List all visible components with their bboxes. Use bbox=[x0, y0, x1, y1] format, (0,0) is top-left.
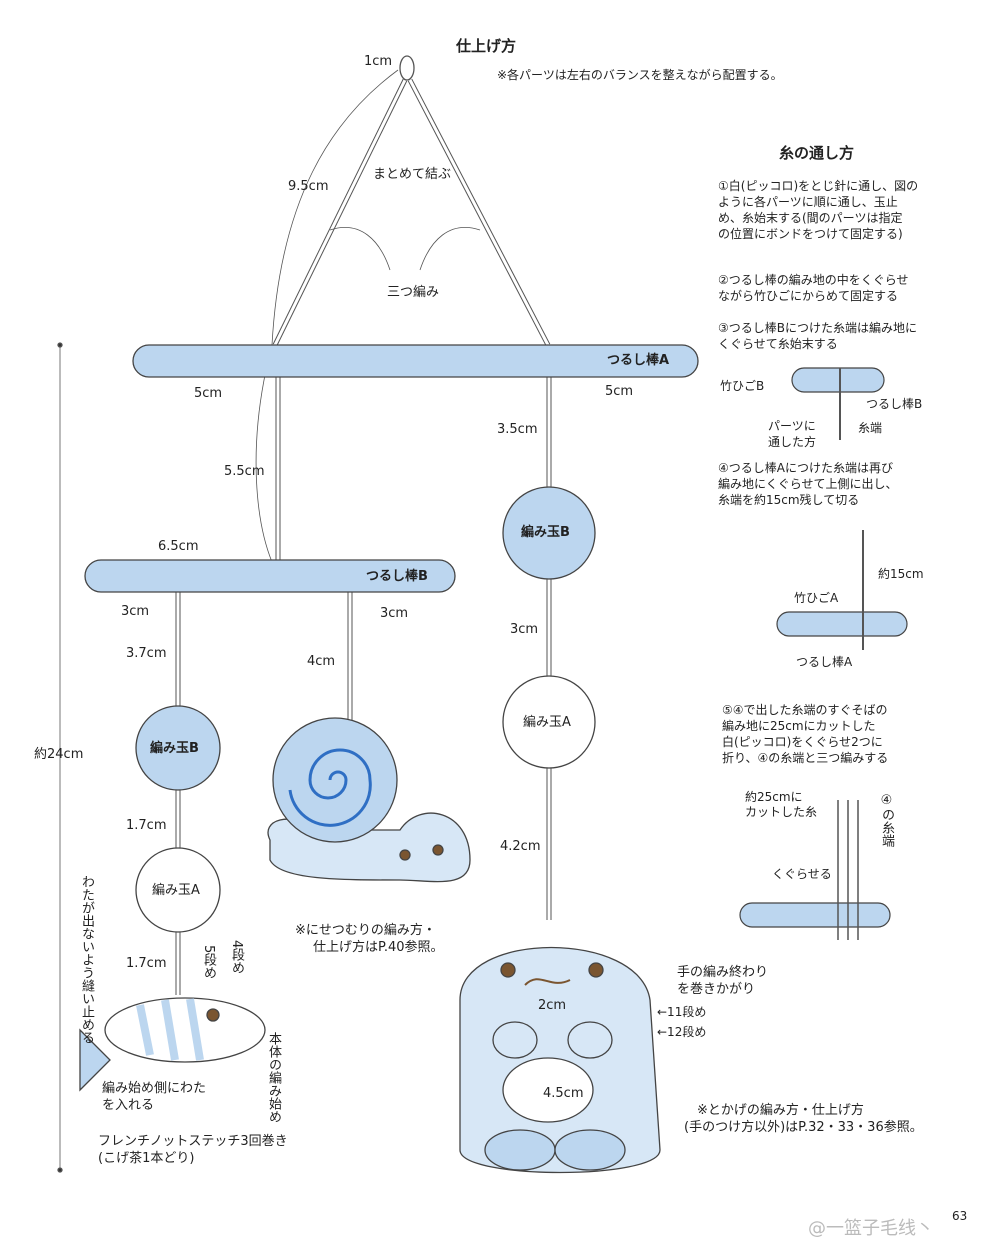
dim-rodB-b: 3cm bbox=[380, 606, 409, 621]
page-number: 63 bbox=[952, 1209, 968, 1223]
row12-label: ←12段め bbox=[657, 1025, 707, 1039]
fig-rod-a-2 bbox=[739, 902, 891, 928]
step-5: ⑤④で出した糸端のすぐそばの編み地に25cmにカットした白(ピッコロ)をくぐらせ… bbox=[722, 703, 889, 765]
main-title: 仕上げ方 bbox=[456, 37, 517, 55]
fig-cut25-2: カットした糸 bbox=[745, 805, 818, 819]
dim-rodB-left: 6.5cm bbox=[158, 539, 199, 554]
rod-b bbox=[84, 559, 456, 593]
dim-rodA-left: 5cm bbox=[194, 386, 223, 401]
ball-b-right-label: 編み玉B bbox=[521, 525, 570, 540]
watermark: @一篮子毛线丶 bbox=[808, 1218, 934, 1239]
rod-b-label: つるし棒B bbox=[366, 569, 428, 584]
fig-pass: くぐらせる bbox=[772, 867, 832, 881]
dim-fish-2: 1.7cm bbox=[126, 818, 167, 833]
step-4: ④つるし棒Aにつけた糸端は再び編み地にくぐらせて上側に出し、糸端を約15cm残し… bbox=[718, 461, 898, 507]
fig-rod-a bbox=[776, 611, 908, 637]
fish-figure bbox=[79, 997, 266, 1092]
dim-rodB-a: 3cm bbox=[121, 604, 150, 619]
fig-approx15: 約15cm bbox=[878, 567, 924, 581]
ball-b-left-label: 編み玉B bbox=[150, 741, 199, 756]
rod-a-label: つるし棒A bbox=[607, 353, 670, 368]
fig-end4: ④の糸端 bbox=[879, 793, 894, 847]
dim-rodB-hang: 5.5cm bbox=[224, 464, 265, 479]
hand-note-2: を巻きかがり bbox=[677, 982, 756, 997]
thread-title: 糸の通し方 bbox=[779, 144, 855, 162]
lizard-note-2: (手のつけ方以外)はP.32・33・36参照。 bbox=[684, 1120, 923, 1135]
fish-start-note: 編み始め側にわたを入れる bbox=[102, 1081, 207, 1113]
dim-rodA-right: 5cm bbox=[605, 384, 634, 399]
snail-note-1: ※にせつむりの編み方・ bbox=[295, 923, 436, 938]
fish-body-note: 本体の編み始め bbox=[266, 1032, 281, 1123]
step4-label: 4段め bbox=[229, 940, 244, 975]
fig-rod-b bbox=[791, 367, 885, 393]
fish-side-note: わたが出ないよう縫い止める bbox=[79, 875, 94, 1044]
fig-rod-a-label: つるし棒A bbox=[796, 655, 853, 669]
dim-loop: 1cm bbox=[364, 54, 393, 69]
dim-snail: 4cm bbox=[307, 654, 336, 669]
french-note-1: フレンチノットステッチ3回巻き bbox=[98, 1134, 288, 1149]
dim-right-3: 4.2cm bbox=[500, 839, 541, 854]
lizard-belly: 4.5cm bbox=[543, 1086, 584, 1101]
knit-ball-b-right bbox=[502, 486, 596, 580]
ball-a-right-label: 編み玉A bbox=[523, 715, 571, 730]
fig-parts-1: パーツに bbox=[768, 419, 816, 433]
dim-fish-3: 1.7cm bbox=[126, 956, 167, 971]
fig-bamboo-b: 竹ひごB bbox=[720, 379, 765, 393]
french-note-2: (こげ茶1本どり) bbox=[98, 1151, 195, 1166]
lizard-note-1: ※とかげの編み方・仕上げ方 bbox=[697, 1103, 864, 1118]
fig-rod-b-label: つるし棒B bbox=[866, 397, 923, 411]
dim-total: 約24cm bbox=[34, 747, 84, 762]
snail-figure bbox=[267, 717, 471, 883]
knit-ball-a-right bbox=[502, 675, 596, 769]
lizard-width: 2cm bbox=[538, 998, 567, 1013]
fig-cut25-1: 約25cmに bbox=[745, 790, 803, 804]
step-1: ①白(ピッコロ)をとじ針に通し、図のように各パーツに順に通し、玉止め、糸始末する… bbox=[718, 179, 919, 241]
ball-a-left-label: 編み玉A bbox=[152, 883, 200, 898]
dim-right-1: 3.5cm bbox=[497, 422, 538, 437]
step5-label: 5段め bbox=[201, 945, 216, 980]
rod-a bbox=[132, 344, 699, 378]
dim-top: 9.5cm bbox=[288, 179, 329, 194]
knit-ball-a-left bbox=[135, 847, 221, 933]
loop-knot bbox=[399, 55, 415, 81]
step-3: ③つるし棒Bにつけた糸端は編み地にくぐらせて糸始末する bbox=[718, 321, 917, 351]
tie-label: まとめて結ぶ bbox=[373, 167, 452, 182]
knit-ball-b-left bbox=[135, 705, 221, 791]
fig-bamboo-a: 竹ひごA bbox=[794, 591, 839, 605]
row11-label: ←11段め bbox=[657, 1005, 707, 1019]
dim-right-2: 3cm bbox=[510, 622, 539, 637]
braid-label: 三つ編み bbox=[387, 285, 440, 300]
hand-note-1: 手の編み終わり bbox=[677, 965, 769, 980]
balance-note: ※各パーツは左右のバランスを整えながら配置する。 bbox=[497, 68, 783, 82]
fig-parts-2: 通した方 bbox=[768, 435, 817, 449]
snail-note-2: 仕上げ方はP.40参照。 bbox=[313, 940, 444, 955]
step-2: ②つるし棒の編み地の中をくぐらせながら竹ひごにからめて固定する bbox=[718, 273, 909, 303]
lizard-figure bbox=[459, 946, 661, 1174]
fig-thread-end: 糸端 bbox=[858, 421, 883, 435]
dim-fish-1: 3.7cm bbox=[126, 646, 167, 661]
